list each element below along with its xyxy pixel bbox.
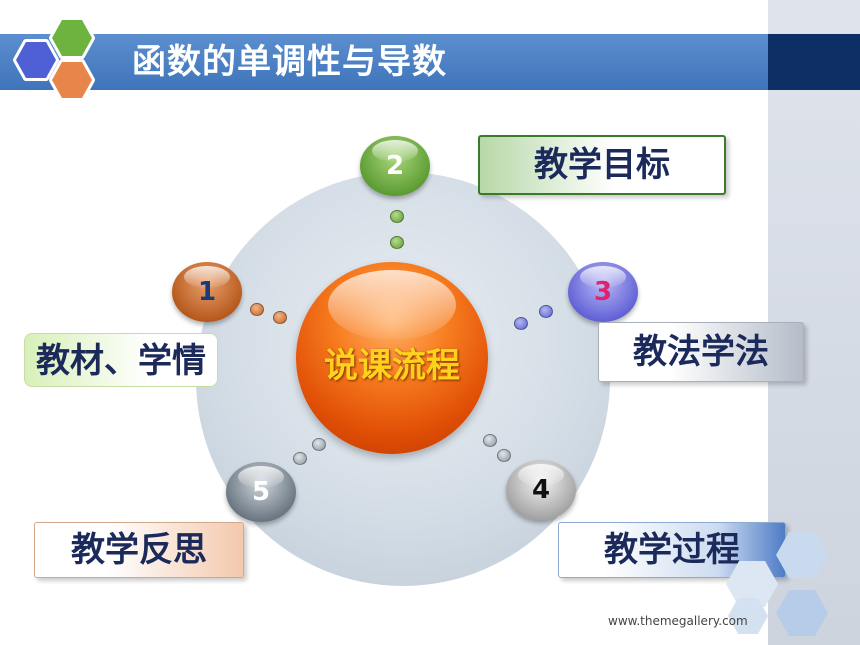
connector-dot-4a [483, 434, 497, 447]
node-4[interactable]: 4 [506, 460, 576, 520]
node-5-number: 5 [251, 477, 271, 507]
title-bar [0, 34, 768, 90]
center-sphere [296, 262, 488, 454]
connector-dot-5a [312, 438, 326, 451]
connector-dot-1b [273, 311, 287, 324]
node-1[interactable]: 1 [172, 262, 242, 322]
connector-dot-1a [250, 303, 264, 316]
center-label: 说课流程 [324, 346, 460, 386]
label-teaching-methods[interactable]: 教法学法 [598, 322, 804, 382]
label-teaching-reflection[interactable]: 教学反思 [34, 522, 244, 578]
connector-dot-4b [497, 449, 511, 462]
node-2-number: 2 [385, 151, 405, 181]
node-1-number: 1 [197, 277, 217, 307]
node-3[interactable]: 3 [568, 262, 638, 322]
node-4-number: 4 [531, 475, 551, 505]
connector-dot-5b [293, 452, 307, 465]
connector-dot-3a [539, 305, 553, 318]
footer-url: www.themegallery.com [608, 614, 748, 628]
connector-dot-2b [390, 236, 404, 249]
node-5[interactable]: 5 [226, 462, 296, 522]
label-teaching-goals[interactable]: 教学目标 [478, 135, 726, 195]
label-materials-learners[interactable]: 教材、学情 [24, 333, 218, 387]
node-3-number: 3 [593, 277, 613, 307]
hexagon-pattern-icon [726, 532, 828, 636]
title-bar-accent [768, 34, 860, 90]
connector-dot-2a [390, 210, 404, 223]
hexagon-cluster-icon [13, 17, 95, 101]
slide-title: 函数的单调性与导数 [132, 42, 447, 82]
connector-dot-3b [514, 317, 528, 330]
node-2[interactable]: 2 [360, 136, 430, 196]
